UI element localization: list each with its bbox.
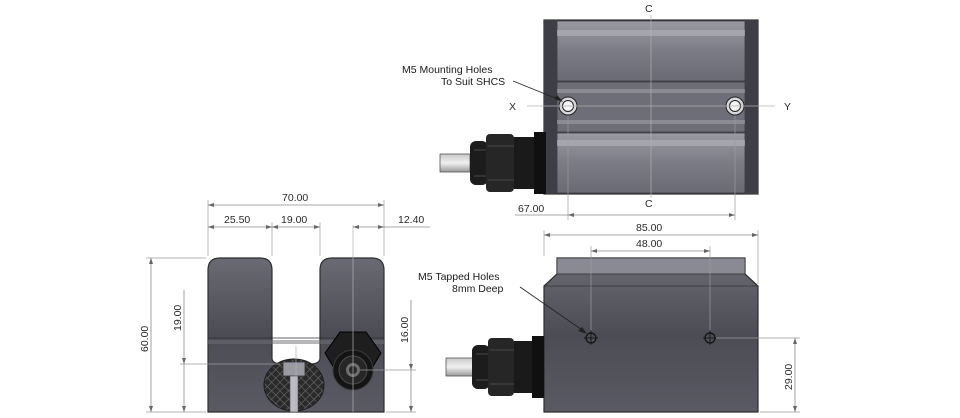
top-view-cable-gland [439,132,546,194]
dim-cable-height-text: 16.00 [399,317,411,343]
section-label-top: C [645,3,653,15]
side-view-tapped-hole-left [584,331,598,345]
top-view: C C X Y M5 Mounting Holes To Suit SHCS 6… [402,3,791,220]
tapped-holes-callout-line2: 8mm Deep [452,283,504,295]
mounting-holes-leader-arrow [554,95,563,102]
dim-slot-depth [180,290,280,412]
dim-hole-height [716,337,800,413]
dim-slot-width-text: 19.00 [281,214,307,226]
dim-hole-height-text: 29.00 [783,364,795,390]
axis-label-x: X [509,101,516,113]
mounting-holes-callout-line1: M5 Mounting Holes [402,64,492,76]
axis-label-y: Y [784,101,791,113]
side-view-cable-gland [445,336,544,398]
dim-jaw-slot [208,222,430,256]
dim-height-text: 60.00 [139,326,151,352]
side-view-tapped-hole-right [703,331,717,345]
side-view-body [543,257,759,413]
end-view: 70.00 25.50 19.00 12.40 60.00 [139,192,430,413]
dim-height [146,257,206,413]
dim-left-jaw-text: 25.50 [224,214,250,226]
dim-slot-depth-text: 19.00 [172,305,184,331]
dim-hole-offset-text: 67.00 [518,203,544,215]
end-view-knurled-insert [263,358,325,413]
mounting-holes-callout-line2: To Suit SHCS [441,76,505,88]
dim-right-offset-text: 12.40 [398,214,424,226]
dim-overall-length [543,230,759,284]
mounting-holes-leader [512,80,561,101]
dim-overall-width-text: 70.00 [282,192,308,204]
side-view: 85.00 48.00 M5 Tapped Holes 8mm Deep 29.… [418,222,800,413]
section-label-bottom: C [645,198,653,210]
tapped-holes-callout-line1: M5 Tapped Holes [418,271,500,283]
dim-overall-length-text: 85.00 [636,222,662,234]
tapped-holes-leader-arrow [578,327,587,334]
dim-hole-spacing [590,246,711,330]
dim-cable-height [360,300,416,413]
dim-hole-spacing-text: 48.00 [636,238,662,250]
tapped-holes-leader [519,286,586,333]
dim-hole-offset [515,116,736,220]
dim-overall-width [207,200,385,256]
